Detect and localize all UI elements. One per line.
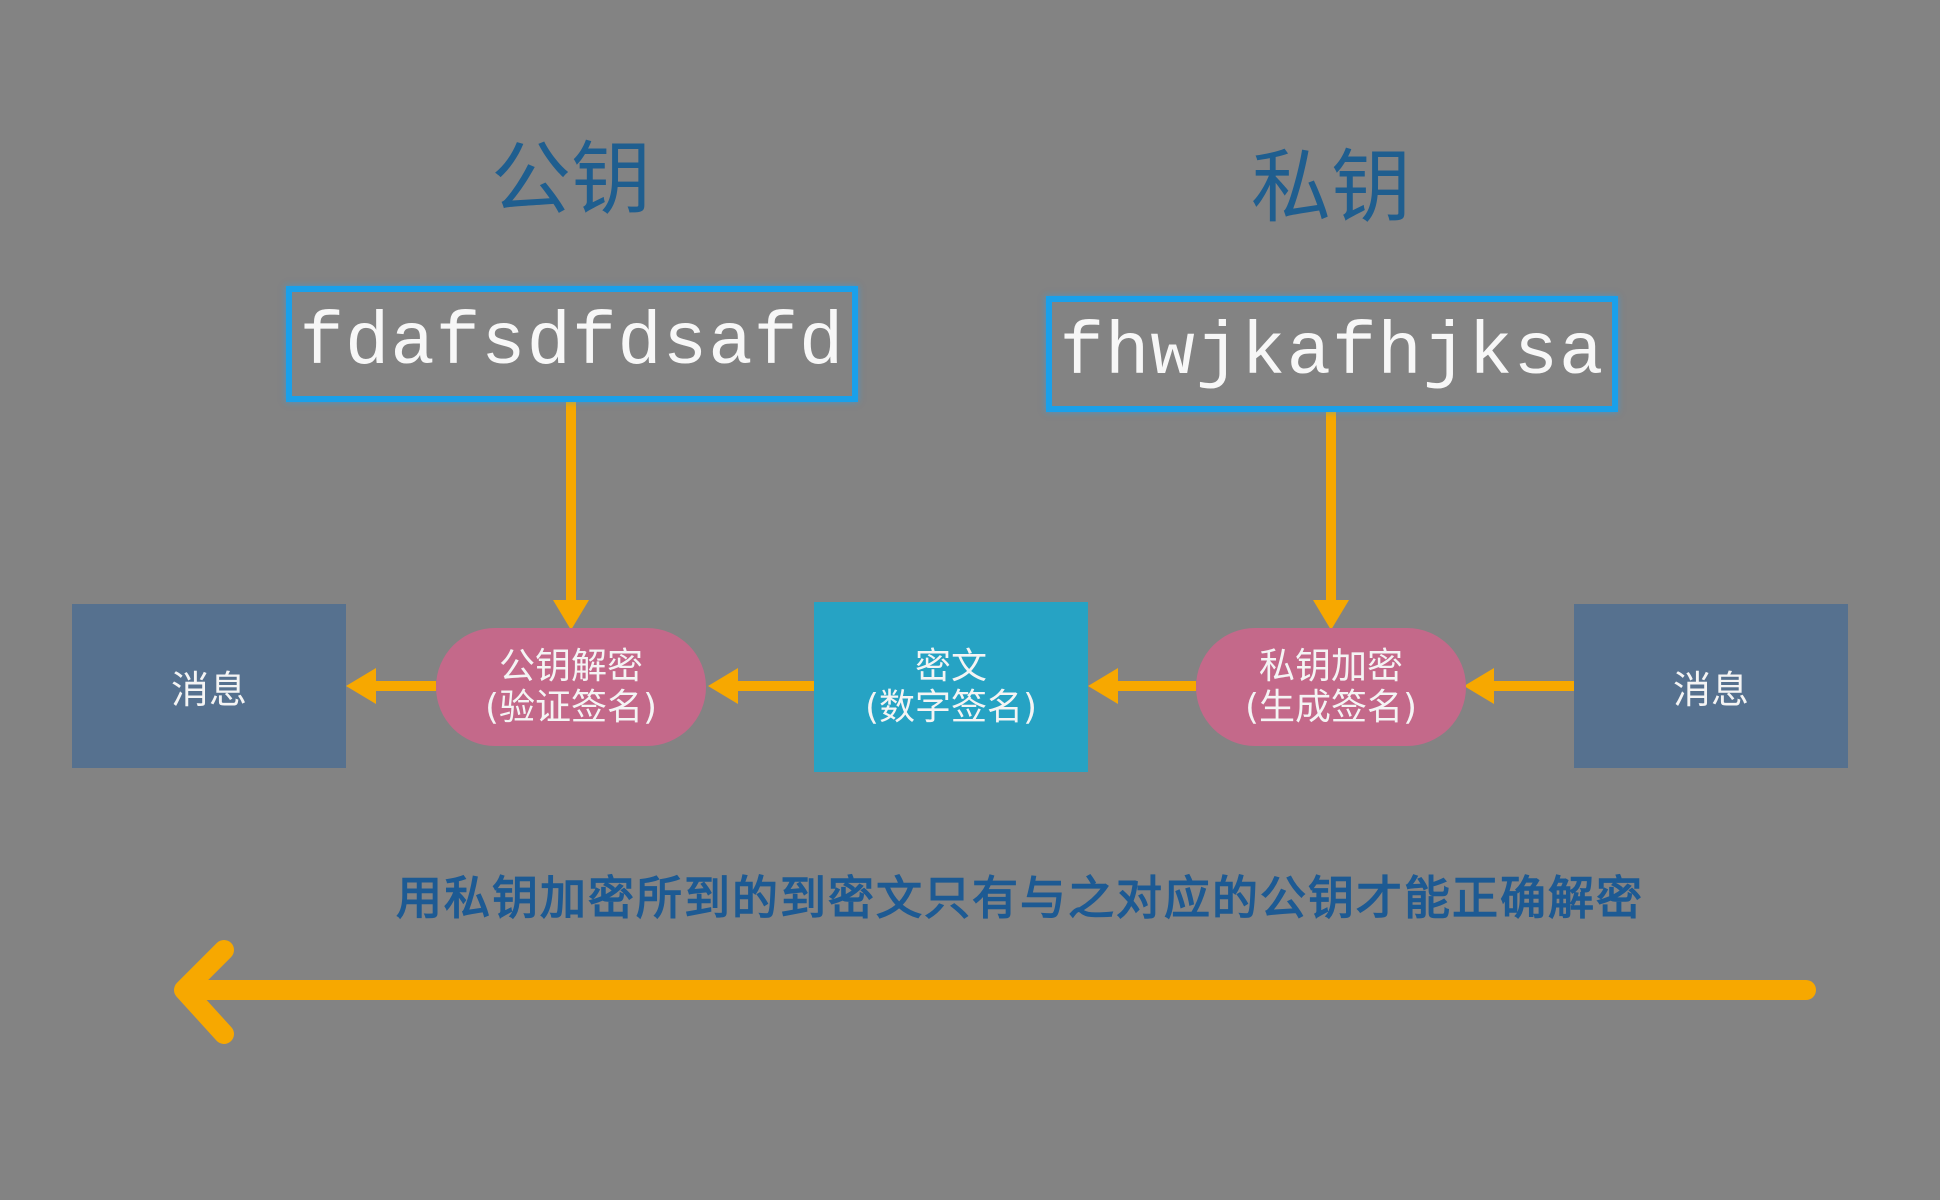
public-key-value: fdafsdfdsafd [299, 302, 845, 386]
public-key-box: fdafsdfdsafd [286, 286, 858, 402]
verify-label: (验证签名) [484, 687, 658, 728]
decrypt-label: 公钥解密 [498, 645, 643, 687]
encrypt-label: 私钥加密 [1258, 645, 1403, 687]
message-left-label: 消息 [170, 667, 247, 712]
ciphertext-box: 密文 (数字签名) [814, 602, 1088, 772]
generate-signature-label: (生成签名) [1244, 687, 1418, 728]
arrow-cipher-to-decrypt [708, 668, 814, 704]
public-key-title: 公钥 [491, 133, 651, 226]
private-key-down-arrow [1313, 412, 1349, 630]
public-key-down-arrow [553, 402, 589, 630]
decrypt-verify-pill: 公钥解密 (验证签名) [436, 628, 706, 746]
message-box-left: 消息 [72, 604, 346, 768]
message-right-label: 消息 [1672, 667, 1749, 712]
arrow-message-to-encrypt [1464, 668, 1574, 704]
private-key-box: fhwjkafhjksa [1046, 296, 1618, 412]
encrypt-sign-pill: 私钥加密 (生成签名) [1196, 628, 1466, 746]
direction-arrow [174, 940, 1816, 1044]
signature-label: (数字签名) [864, 687, 1038, 728]
explanation-caption: 用私钥加密所到的到密文只有与之对应的公钥才能正确解密 [396, 871, 1644, 925]
cipher-label: 密文 [914, 645, 987, 687]
private-key-title: 私钥 [1251, 141, 1411, 234]
message-box-right: 消息 [1574, 604, 1848, 768]
arrow-encrypt-to-cipher [1088, 668, 1196, 704]
private-key-value: fhwjkafhjksa [1059, 312, 1605, 396]
arrow-decrypt-to-message [346, 668, 436, 704]
